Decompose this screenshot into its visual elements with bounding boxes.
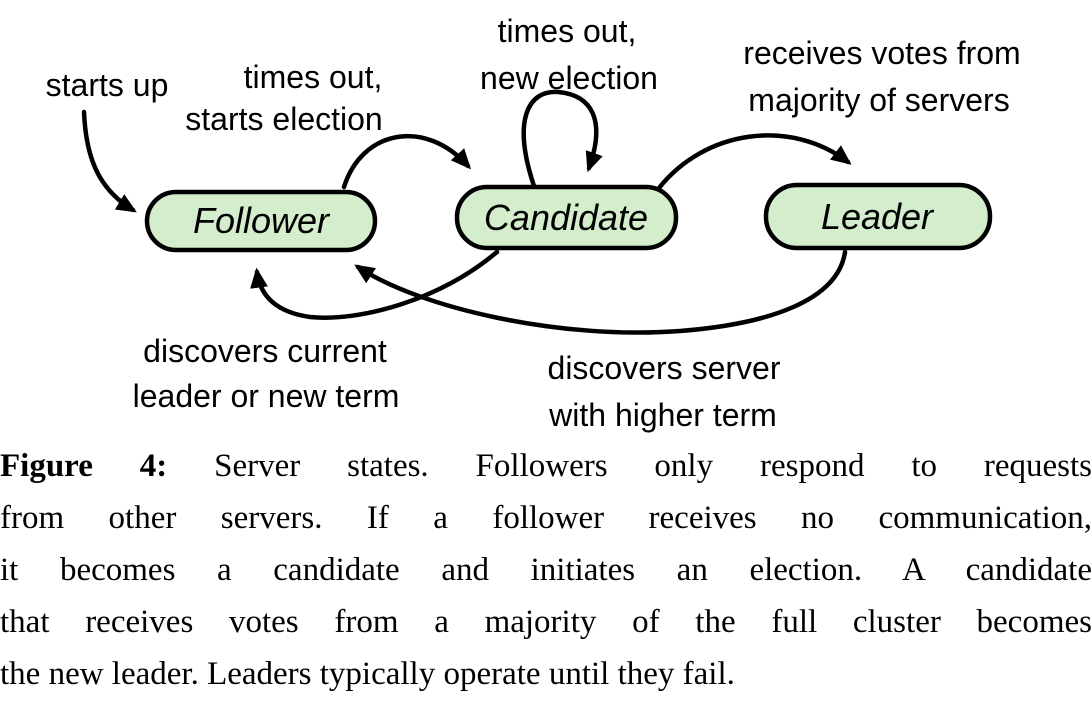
caption-line: that receives votes from a majority of t…: [0, 604, 1092, 640]
arrow-leader-to-follower: [354, 249, 848, 335]
label-times-out-new-election-line1: times out,: [498, 13, 637, 49]
state-label-follower: Follower: [193, 200, 331, 241]
caption-line: from other servers. If a follower receiv…: [0, 500, 1092, 536]
state-label-candidate: Candidate: [484, 197, 648, 238]
label-discovers-higher-term-line1: discovers server: [548, 350, 781, 386]
caption-line: Figure 4: Server states. Followers only …: [0, 440, 1092, 492]
label-discovers-leader-line2: leader or new term: [133, 378, 400, 414]
label-starts-up: starts up: [46, 67, 169, 103]
arrow-candidate-to-follower: [250, 249, 500, 320]
state-label-leader: Leader: [821, 196, 935, 237]
caption-text: Server states. Followers only respond to…: [167, 448, 1092, 484]
caption-line: the new leader. Leaders typically operat…: [0, 656, 735, 692]
arrow-follower-to-candidate: [341, 133, 472, 190]
state-node-candidate: [454, 184, 679, 251]
label-times-out-starts-election-line1: times out,: [244, 59, 383, 95]
label-discovers-leader-line1: discovers current: [143, 333, 387, 369]
label-receives-votes-line2: majority of servers: [748, 82, 1009, 118]
figure-caption: Figure 4: Server states. Followers only …: [0, 440, 1092, 700]
state-diagram: Follower Candidate Leader starts up time…: [46, 13, 1021, 433]
label-receives-votes-line1: receives votes from: [743, 35, 1020, 71]
label-times-out-new-election-line2: new election: [480, 60, 658, 96]
arrow-starts-up: [81, 109, 137, 213]
caption-line: it becomes a candidate and initiates an …: [0, 552, 1092, 588]
state-node-leader: [763, 182, 993, 251]
caption-figure-label: Figure 4:: [0, 448, 168, 484]
label-discovers-higher-term-line2: with higher term: [548, 397, 777, 433]
label-times-out-starts-election-line2: starts election: [185, 101, 382, 137]
arrow-candidate-self-loop: [521, 89, 603, 189]
state-node-follower: [144, 189, 378, 253]
arrow-candidate-to-leader: [656, 133, 852, 191]
